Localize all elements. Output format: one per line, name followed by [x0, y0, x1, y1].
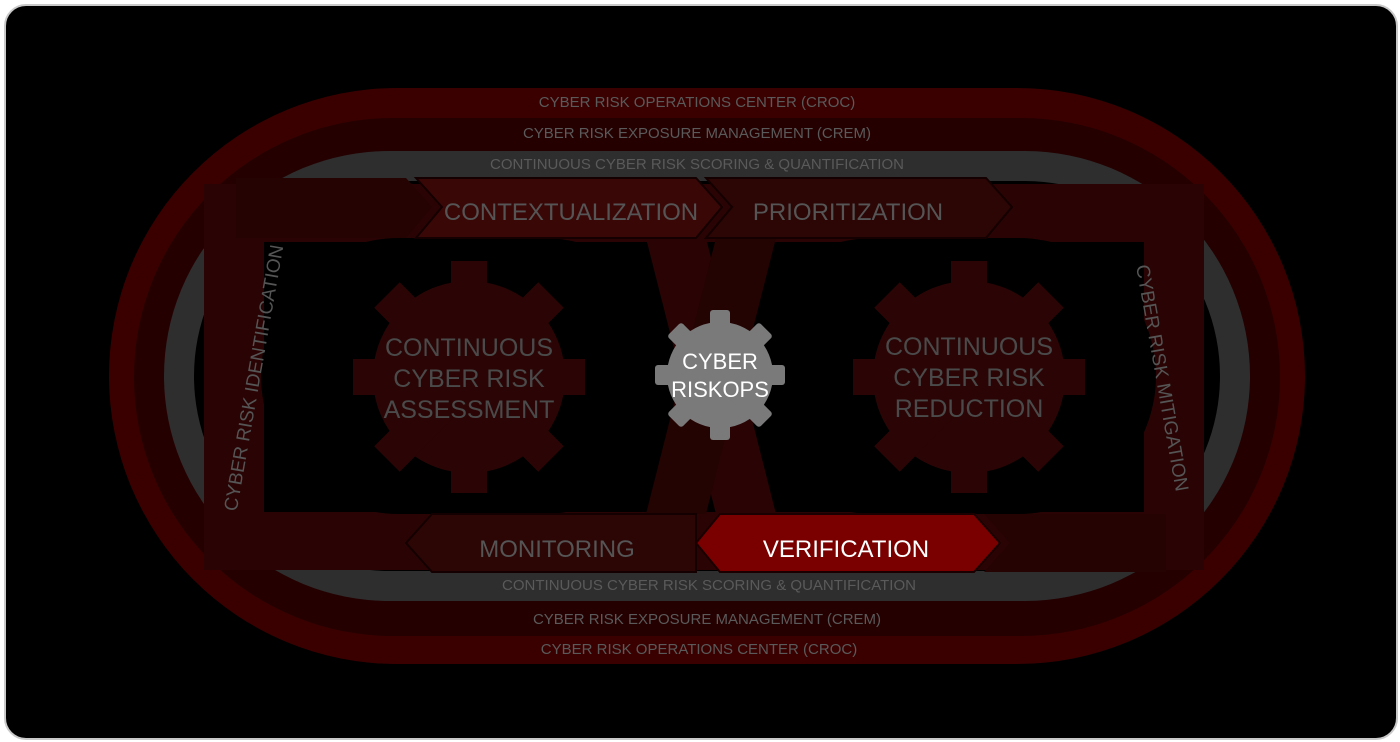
contextualization-label: CONTEXTUALIZATION — [444, 199, 698, 226]
arrow-lead-out — [984, 514, 1166, 572]
riskops-gear-icon[interactable] — [655, 310, 785, 440]
riskops-line-1: CYBER — [682, 349, 758, 374]
diagram-frame: CYBER RISK OPERATIONS CENTER (CROC) CYBE… — [4, 4, 1398, 740]
prioritization-arrow[interactable] — [703, 177, 1014, 239]
crem-label-bottom: CYBER RISK EXPOSURE MANAGEMENT (CREM) — [533, 611, 881, 628]
reduction-line-1: CONTINUOUS — [885, 333, 1053, 361]
verification-label: VERIFICATION — [763, 536, 929, 563]
reduction-line-3: REDUCTION — [895, 395, 1044, 423]
verification-arrow[interactable] — [694, 513, 1002, 573]
riskops-line-2: RISKOPS — [671, 377, 769, 402]
assessment-line-1: CONTINUOUS — [385, 334, 553, 362]
assessment-gear-icon — [353, 261, 585, 493]
croc-label-bottom: CYBER RISK OPERATIONS CENTER (CROC) — [541, 641, 857, 658]
riskops-diagram: CYBER RISK OPERATIONS CENTER (CROC) CYBE… — [109, 88, 1305, 664]
reduction-gear-icon — [853, 261, 1085, 493]
scoring-label-bottom: CONTINUOUS CYBER RISK SCORING & QUANTIFI… — [502, 577, 916, 594]
reduction-line-2: CYBER RISK — [893, 364, 1045, 392]
assessment-line-2: CYBER RISK — [393, 365, 545, 393]
contextualization-arrow[interactable] — [413, 177, 724, 239]
arrow-lead-in — [236, 178, 432, 238]
croc-label-top: CYBER RISK OPERATIONS CENTER (CROC) — [539, 94, 855, 111]
assessment-line-3: ASSESSMENT — [384, 396, 555, 424]
prioritization-label: PRIORITIZATION — [753, 199, 943, 226]
scoring-label-top: CONTINUOUS CYBER RISK SCORING & QUANTIFI… — [490, 156, 904, 173]
monitoring-arrow[interactable] — [404, 513, 697, 573]
crem-label-top: CYBER RISK EXPOSURE MANAGEMENT (CREM) — [523, 125, 871, 142]
monitoring-label: MONITORING — [479, 536, 635, 563]
